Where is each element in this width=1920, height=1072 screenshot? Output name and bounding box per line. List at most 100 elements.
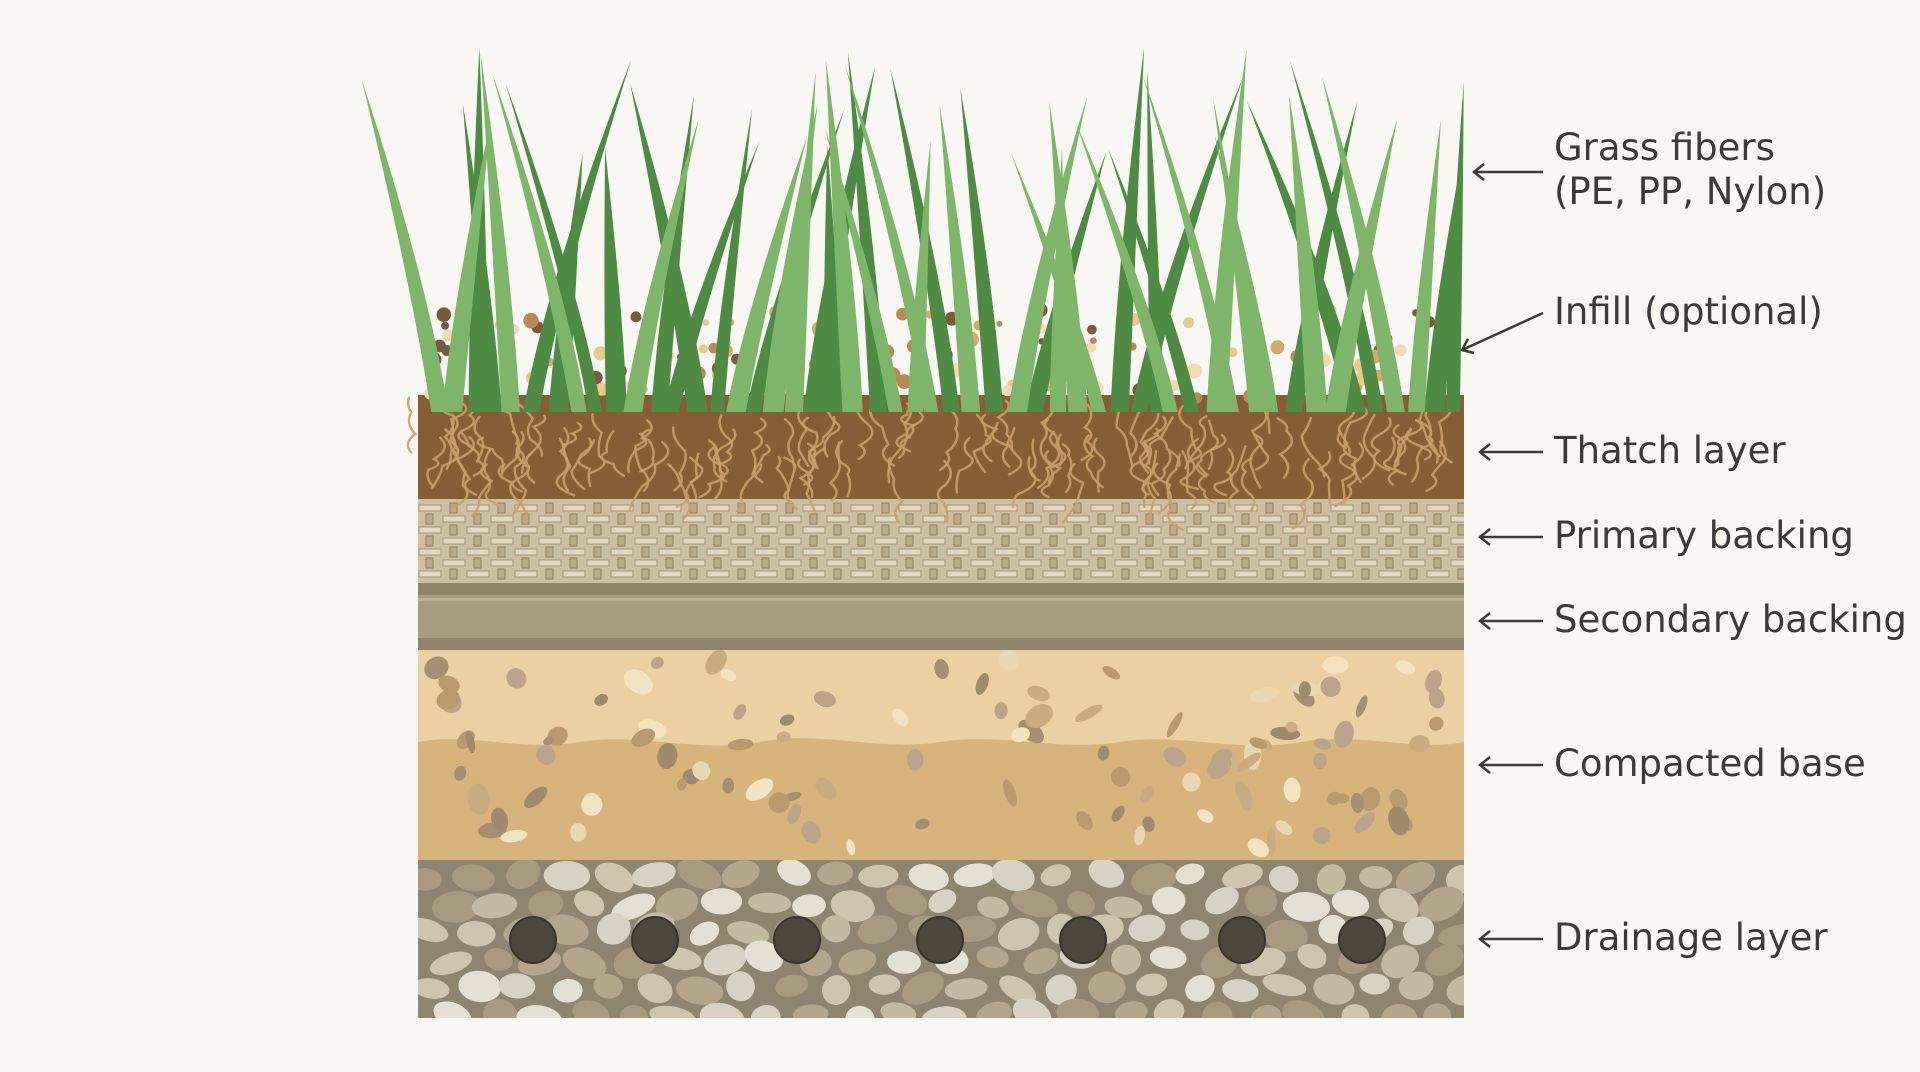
grass-blade bbox=[785, 71, 816, 413]
infill-granule bbox=[630, 311, 642, 323]
weave-thread bbox=[905, 557, 914, 569]
thatch-fiber bbox=[672, 426, 687, 492]
drainage-stone bbox=[1341, 1004, 1370, 1018]
weave-thread bbox=[665, 535, 674, 547]
weave-thread bbox=[874, 537, 898, 545]
drainage-stone bbox=[845, 1005, 875, 1018]
drainage-stone bbox=[1088, 971, 1126, 1004]
weave-thread bbox=[1385, 535, 1394, 547]
drainage-stone bbox=[1425, 944, 1464, 976]
weave-thread bbox=[857, 535, 866, 547]
drainage-stone bbox=[1297, 943, 1327, 969]
weave-thread bbox=[706, 548, 730, 556]
drainage-stone bbox=[1262, 973, 1307, 997]
weave-thread bbox=[1385, 557, 1394, 569]
drainage-stone bbox=[977, 896, 1009, 919]
drainage-stone bbox=[838, 949, 877, 975]
primary-backing-layer bbox=[418, 499, 1464, 583]
weave-thread bbox=[610, 526, 634, 534]
drainage-stone bbox=[1185, 974, 1215, 1002]
weave-thread bbox=[1409, 524, 1418, 536]
weave-thread bbox=[898, 504, 922, 512]
base-pebble bbox=[720, 669, 737, 682]
drainage-stone bbox=[655, 888, 699, 921]
weave-thread bbox=[833, 568, 842, 580]
weave-thread bbox=[634, 515, 658, 523]
drainage-stone bbox=[471, 893, 518, 919]
base-pebble bbox=[1322, 656, 1349, 674]
thatch-fiber bbox=[736, 463, 763, 513]
label-compacted-base: Compacted base bbox=[1554, 742, 1866, 786]
weave-thread bbox=[682, 515, 706, 523]
thatch-fiber bbox=[898, 402, 912, 459]
thatch-fiber bbox=[1152, 415, 1181, 467]
weave-thread bbox=[610, 548, 634, 556]
drainage-stone bbox=[902, 971, 944, 1005]
base-pebble bbox=[722, 777, 735, 794]
drainage-stone bbox=[1446, 864, 1464, 894]
weave-thread bbox=[610, 570, 634, 578]
drainage-stone bbox=[830, 890, 875, 922]
weave-thread bbox=[1234, 526, 1258, 534]
drainage-stone bbox=[619, 1005, 648, 1018]
label-grass-fibers-line1: Grass fibers bbox=[1554, 126, 1775, 169]
drainage-stone bbox=[1282, 891, 1330, 922]
weave-thread bbox=[1361, 502, 1370, 514]
weave-thread bbox=[1361, 546, 1370, 558]
weave-thread bbox=[658, 526, 682, 534]
thatch-fiber bbox=[1149, 449, 1172, 497]
drain-pipe bbox=[1338, 916, 1386, 964]
weave-thread bbox=[545, 524, 554, 536]
drainage-stone bbox=[944, 978, 988, 1000]
weave-thread bbox=[418, 570, 442, 578]
weave-thread bbox=[1457, 524, 1464, 536]
weave-thread bbox=[970, 537, 994, 545]
weave-thread bbox=[418, 548, 442, 556]
base-pebble bbox=[1354, 812, 1376, 833]
drainage-stones bbox=[418, 858, 1464, 1018]
thatch-fiber bbox=[1139, 462, 1157, 524]
drainage-stone bbox=[999, 975, 1037, 1004]
weave-thread bbox=[689, 524, 698, 536]
base-pebble bbox=[1313, 752, 1327, 770]
grass-blade bbox=[604, 148, 627, 412]
drainage-stone bbox=[976, 946, 1009, 969]
base-pebble bbox=[907, 749, 924, 771]
thatch-fiber bbox=[473, 415, 485, 463]
label-thatch-text: Thatch layer bbox=[1554, 429, 1786, 472]
weave-thread bbox=[586, 537, 610, 545]
base-pebble bbox=[1249, 737, 1268, 750]
weave-thread bbox=[1378, 526, 1402, 534]
weave-thread bbox=[1042, 548, 1066, 556]
weave-thread bbox=[466, 526, 490, 534]
weave-thread bbox=[1114, 559, 1138, 567]
thatch-fiber bbox=[406, 396, 417, 454]
thatch-fiber bbox=[627, 419, 653, 474]
infill-granule bbox=[523, 312, 539, 329]
thatch-fiber bbox=[455, 436, 478, 496]
grass-blade bbox=[480, 53, 520, 413]
drainage-stone bbox=[596, 913, 631, 945]
infill-granule bbox=[441, 321, 450, 330]
weave-thread bbox=[425, 557, 434, 569]
infill-granule bbox=[698, 344, 708, 354]
weave-thread bbox=[994, 526, 1018, 534]
base-pebble bbox=[650, 656, 664, 670]
thatch-fiber bbox=[1250, 411, 1270, 471]
weave-thread bbox=[953, 513, 962, 525]
grass-blade bbox=[1075, 120, 1178, 412]
weave-thread bbox=[953, 557, 962, 569]
weave-thread bbox=[881, 502, 890, 514]
drainage-stone bbox=[1151, 886, 1186, 915]
weave-thread bbox=[497, 568, 506, 580]
weave-thread bbox=[1330, 570, 1354, 578]
drainage-stone bbox=[1201, 1001, 1233, 1018]
thatch-fiber bbox=[577, 437, 593, 488]
thatch-fiber bbox=[1195, 434, 1227, 478]
drainage-stone bbox=[991, 859, 1035, 892]
drainage-pipes bbox=[509, 916, 1386, 964]
weave-thread bbox=[569, 513, 578, 525]
base-pebble bbox=[692, 761, 711, 781]
thatch-fiber bbox=[1048, 433, 1067, 485]
thatch-fiber bbox=[714, 428, 737, 478]
